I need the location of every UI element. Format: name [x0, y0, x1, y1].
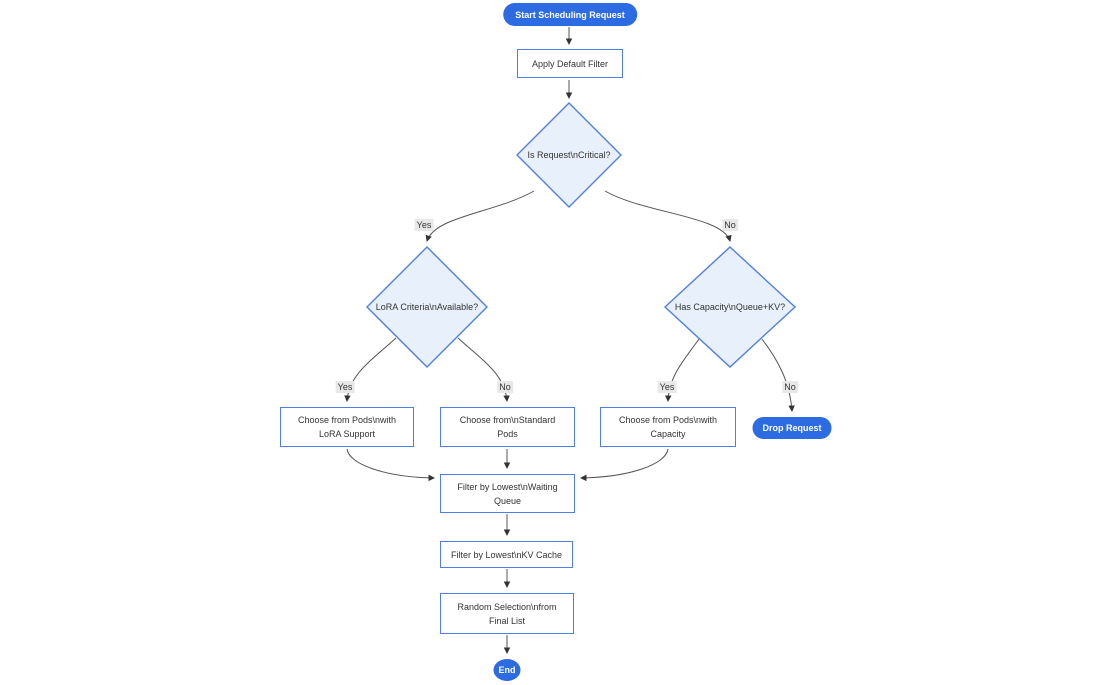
node-choose-pods-lora-label: Choose from Pods\nwith LoRA Support	[297, 415, 397, 439]
edge-capacity-yes	[664, 338, 700, 402]
decision-has-capacity-shape	[663, 246, 797, 368]
node-start-label: Start Scheduling Request	[515, 9, 625, 20]
node-drop-request-label: Drop Request	[762, 423, 822, 433]
edge-lora-yes	[344, 337, 397, 402]
node-choose-pods-capacity-label: Choose from Pods\nwith Capacity	[618, 415, 718, 439]
node-drop-request: Drop Request	[752, 417, 832, 439]
edge-label-critical-no: No	[722, 219, 738, 231]
decision-lora-available-label: LoRA Criteria\nAvailable?	[375, 302, 479, 312]
edge-label-critical-yes: Yes	[414, 219, 434, 231]
node-filter-kv-cache-label: Filter by Lowest\nKV Cache	[450, 549, 563, 560]
node-apply-default-filter-label: Apply Default Filter	[531, 58, 609, 69]
decision-has-capacity-label: Has Capacity\nQueue+KV?	[674, 302, 786, 312]
node-end: End	[493, 659, 521, 681]
edge-capacity-no	[761, 338, 795, 412]
edge-pods-lora-to-filter-waiting	[346, 448, 435, 482]
node-apply-default-filter: Apply Default Filter	[517, 49, 623, 78]
edge-is-critical-yes	[425, 190, 535, 242]
node-filter-waiting-queue-label: Filter by Lowest\nWaiting Queue	[457, 481, 558, 506]
edge-label-lora-yes: Yes	[335, 381, 355, 393]
edge-label-lora-no: No	[497, 381, 513, 393]
decision-is-critical-label: Is Request\nCritical?	[527, 150, 611, 160]
node-end-label: End	[498, 665, 516, 675]
edge-is-critical-no	[604, 190, 732, 242]
decision-is-critical-shape	[516, 102, 622, 208]
edge-lora-no	[457, 337, 510, 402]
edge-pods-capacity-to-filter-waiting	[580, 448, 669, 482]
edge-label-capacity-yes: Yes	[657, 381, 677, 393]
decision-lora-available-shape	[366, 246, 488, 368]
node-start: Start Scheduling Request	[503, 3, 637, 26]
node-choose-pods-capacity: Choose from Pods\nwith Capacity	[600, 407, 736, 447]
node-filter-waiting-queue: Filter by Lowest\nWaiting Queue	[440, 474, 575, 513]
node-random-selection: Random Selection\nfrom Final List	[440, 593, 574, 634]
node-filter-kv-cache: Filter by Lowest\nKV Cache	[440, 541, 573, 568]
node-choose-standard-pods-label: Choose from\nStandard Pods	[459, 415, 556, 439]
node-choose-standard-pods: Choose from\nStandard Pods	[440, 407, 575, 447]
node-choose-pods-lora: Choose from Pods\nwith LoRA Support	[280, 407, 414, 447]
edge-label-capacity-no: No	[782, 381, 798, 393]
node-random-selection-label: Random Selection\nfrom Final List	[457, 601, 557, 626]
